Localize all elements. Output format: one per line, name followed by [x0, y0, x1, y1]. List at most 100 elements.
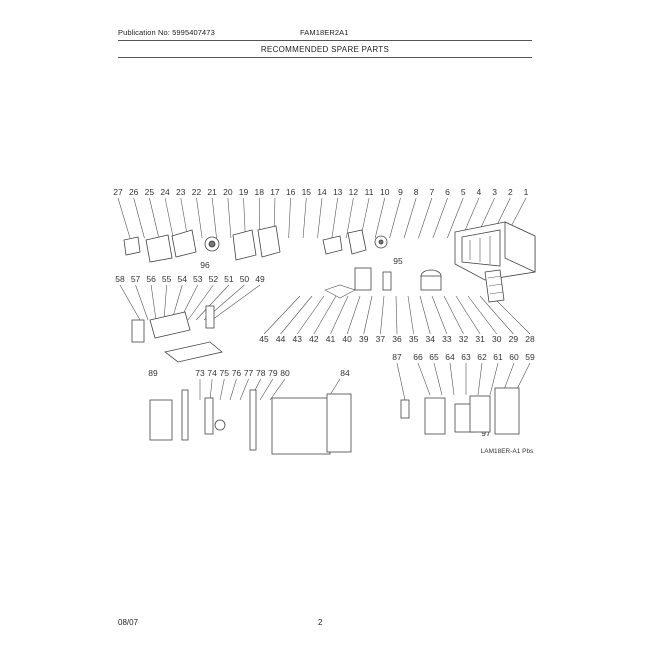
callout-top-6: 6 — [445, 187, 450, 197]
callout-top-21: 21 — [207, 187, 217, 197]
leader-line — [443, 295, 464, 335]
leader-line — [346, 197, 354, 239]
leader-line — [331, 197, 338, 239]
callout-top-19: 19 — [239, 187, 249, 197]
callout-top-24: 24 — [160, 187, 170, 197]
callout-mid-bottom-29: 29 — [509, 334, 519, 344]
callout-mid-bottom-30: 30 — [492, 334, 502, 344]
leader-line — [389, 197, 401, 239]
leader-line — [149, 197, 160, 239]
callout-top-18: 18 — [254, 187, 264, 197]
leader-line — [117, 197, 131, 239]
leader-line — [259, 378, 274, 401]
base-pan — [131, 305, 223, 363]
callout-top-3: 3 — [492, 187, 497, 197]
callout-mid-left-57: 57 — [131, 274, 141, 284]
callout-bottom-left-80: 80 — [280, 368, 290, 378]
callout-mid-bottom-44: 44 — [276, 334, 286, 344]
callout-mid-left-52: 52 — [209, 274, 219, 284]
footer-date: 08/07 — [118, 618, 139, 627]
callout-top-23: 23 — [176, 187, 186, 197]
condenser-coil — [484, 269, 505, 303]
header-rule-top — [118, 40, 532, 41]
callout-bottom-right-66: 66 — [413, 352, 423, 362]
callout-top-7: 7 — [429, 187, 434, 197]
fan-assembly — [322, 229, 388, 255]
leader-line — [171, 284, 183, 321]
callout-bottom-right-59: 59 — [525, 352, 535, 362]
callout-bottom-right-65: 65 — [429, 352, 439, 362]
leader-line — [403, 197, 417, 239]
callout-top-12: 12 — [349, 187, 359, 197]
callout-mid-bottom-34: 34 — [426, 334, 436, 344]
leader-line — [269, 378, 286, 401]
leader-line — [455, 295, 481, 335]
callout-bottom-left-79: 79 — [268, 368, 278, 378]
callout-84: 84 — [340, 368, 350, 378]
callout-mid-left-50: 50 — [240, 274, 250, 284]
footer-page-number: 2 — [318, 618, 323, 627]
leader-line — [491, 295, 531, 335]
leader-line — [313, 295, 337, 335]
callout-top-17: 17 — [270, 187, 280, 197]
leader-line — [329, 378, 341, 396]
callout-mid-bottom-36: 36 — [392, 334, 402, 344]
illustration-code: LAM18ER-A1 Pbs — [481, 448, 534, 455]
callout-95: 95 — [393, 256, 403, 266]
callout-mid-bottom-39: 39 — [359, 334, 369, 344]
callout-top-1: 1 — [524, 187, 529, 197]
leader-line — [187, 284, 214, 321]
leader-line — [374, 197, 386, 239]
callout-mid-left-54: 54 — [177, 274, 187, 284]
callout-bottom-left-75: 75 — [220, 368, 230, 378]
leader-line — [447, 197, 464, 239]
callout-bottom-right-60: 60 — [509, 352, 519, 362]
callout-mid-bottom-45: 45 — [259, 334, 269, 344]
callout-top-10: 10 — [380, 187, 390, 197]
leader-line — [432, 197, 448, 239]
callout-mid-bottom-28: 28 — [525, 334, 535, 344]
leader-line — [288, 197, 291, 239]
leader-line — [407, 295, 414, 335]
leader-line — [133, 197, 145, 239]
callout-top-14: 14 — [317, 187, 327, 197]
leader-line — [467, 295, 497, 335]
leader-line — [280, 295, 313, 335]
section-title: RECOMMENDED SPARE PARTS — [260, 45, 390, 54]
leader-line — [239, 378, 249, 401]
leader-line — [263, 295, 301, 335]
callout-mid-bottom-35: 35 — [409, 334, 419, 344]
callout-top-8: 8 — [414, 187, 419, 197]
leader-lines — [117, 197, 531, 401]
leader-line — [346, 295, 361, 335]
leader-line — [317, 197, 323, 239]
leader-line — [227, 197, 232, 239]
callout-97: 97 — [481, 428, 491, 438]
callout-top-27: 27 — [113, 187, 123, 197]
callout-bottom-right-62: 62 — [477, 352, 487, 362]
callout-top-25: 25 — [145, 187, 155, 197]
cabinet-housing — [454, 221, 536, 281]
callout-mid-left-51: 51 — [224, 274, 234, 284]
leader-line — [477, 362, 483, 396]
leader-line — [380, 295, 385, 335]
callout-mid-bottom-43: 43 — [293, 334, 303, 344]
callout-mid-left-58: 58 — [115, 274, 125, 284]
callout-top-9: 9 — [398, 187, 403, 197]
callout-bottom-right-64: 64 — [445, 352, 455, 362]
leader-line — [489, 362, 499, 396]
leader-line — [196, 197, 203, 239]
leader-line — [417, 362, 431, 396]
header-rule-bottom — [118, 57, 532, 58]
blower-scroll — [123, 225, 281, 263]
callout-87: 87 — [392, 352, 402, 362]
leader-line — [431, 295, 448, 335]
callout-mid-bottom-37: 37 — [376, 334, 386, 344]
callout-top-26: 26 — [129, 187, 139, 197]
callout-top-2: 2 — [508, 187, 513, 197]
callout-bottom-right-61: 61 — [493, 352, 503, 362]
leader-line — [135, 284, 149, 321]
callout-mid-left-49: 49 — [255, 274, 265, 284]
